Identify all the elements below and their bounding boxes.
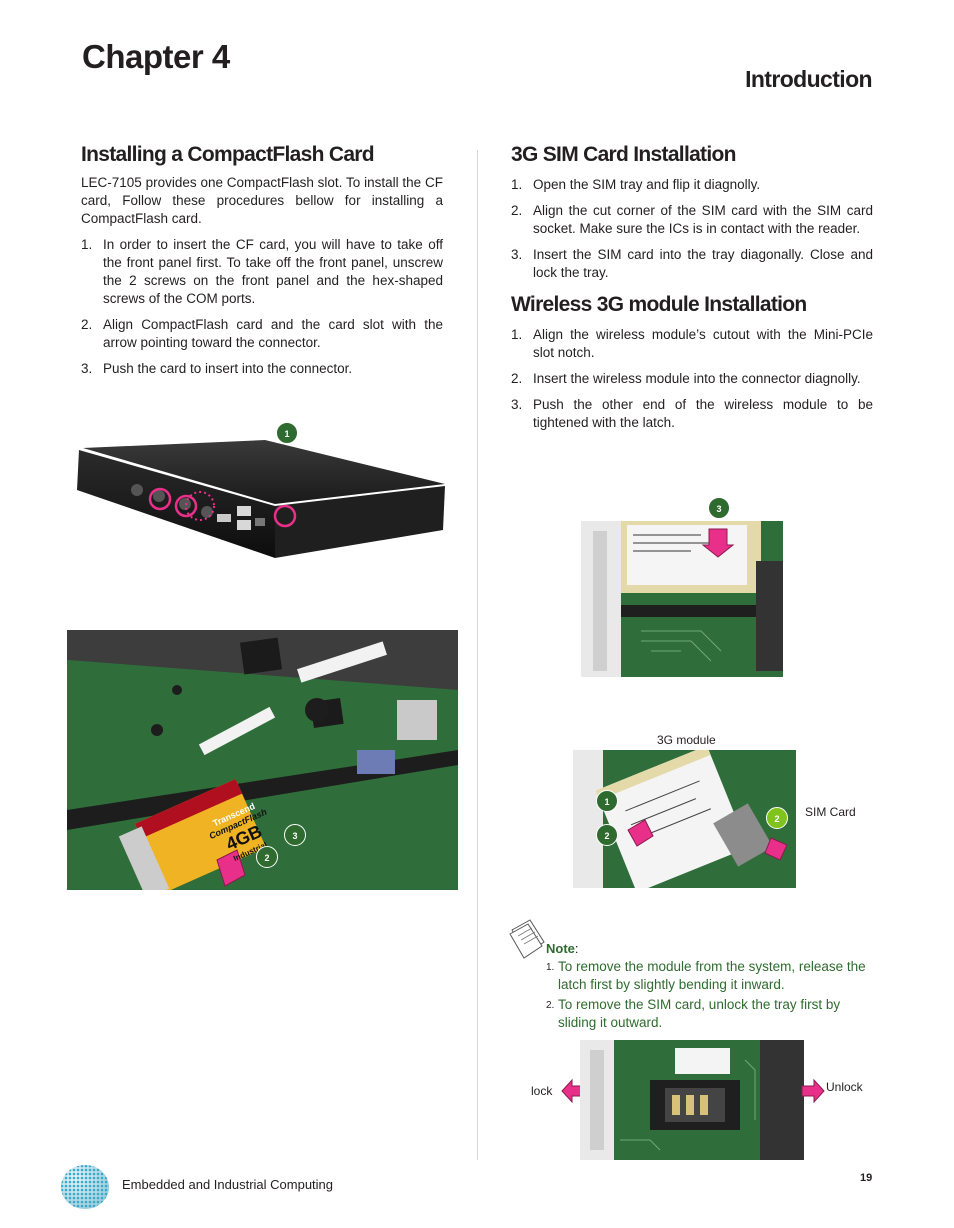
unlock-arrow-icon (801, 1078, 825, 1104)
chapter-title: Chapter 4 (82, 38, 230, 75)
step-badge: 2 (596, 824, 618, 846)
page-number: 19 (860, 1172, 873, 1184)
wireless-steps: 1.Align the wireless module’s cutout wit… (511, 326, 873, 432)
unlock-caption: Unlock (826, 1080, 863, 1094)
module-caption: 3G module (657, 733, 716, 747)
cf-section: Installing a CompactFlash Card LEC-7105 … (81, 143, 443, 386)
step-badge: 1 (276, 422, 298, 444)
sim-card-caption: SIM Card (805, 805, 856, 819)
lock-caption: lock (531, 1084, 553, 1098)
step-badge: 1 (596, 790, 618, 812)
note-item: 1.To remove the module from the system, … (546, 959, 866, 992)
sim-step: 2.Align the cut corner of the SIM card w… (511, 203, 873, 236)
column-divider (477, 150, 478, 1160)
sim-steps: 1.Open the SIM tray and flip it diagnoll… (511, 176, 873, 282)
3g-module-photo (581, 521, 783, 677)
cf-step: 1.In order to insert the CF card, you wi… (81, 237, 443, 306)
module-sim-photo (573, 750, 796, 888)
step-badge: 3 (284, 824, 306, 846)
step-badge: 2 (256, 846, 278, 868)
sim-step: 3.Insert the SIM card into the tray diag… (511, 247, 873, 280)
company-logo (60, 1164, 110, 1210)
cf-step: 2.Align CompactFlash card and the card s… (81, 317, 443, 350)
cf-heading: Installing a CompactFlash Card (81, 143, 375, 166)
sim-tray-photo (580, 1040, 804, 1160)
note-item: 2. To remove the SIM card, unlock the tr… (546, 997, 841, 1030)
wireless-heading: Wireless 3G module Installation (511, 293, 807, 316)
note-icon (508, 918, 546, 960)
wireless-step: 1.Align the wireless module’s cutout wit… (511, 327, 873, 360)
wireless-step: 2.Insert the wireless module into the co… (511, 371, 861, 386)
section-title: Introduction (745, 66, 873, 92)
step-badge: 2 (766, 807, 788, 829)
note-list: 1.To remove the module from the system, … (546, 958, 866, 1034)
sim-heading: 3G SIM Card Installation (511, 143, 736, 166)
step-badge: 3 (708, 497, 730, 519)
cf-step: 3.Push the card to insert into the conne… (81, 361, 353, 376)
note-header: Note: (546, 941, 579, 956)
sim-step: 1.Open the SIM tray and flip it diagnoll… (511, 177, 761, 192)
cf-steps: 1.In order to insert the CF card, you wi… (81, 236, 443, 378)
footer-company: Embedded and Industrial Computing (122, 1177, 334, 1192)
cf-intro: LEC-7105 provides one CompactFlash slot.… (81, 175, 443, 226)
device-front-photo (75, 436, 447, 560)
compactflash-slot-photo: Transcend CompactFlash 4GB Industrial (67, 630, 458, 890)
sim-section: 3G SIM Card Installation 1.Open the SIM … (511, 143, 873, 440)
wireless-step: 3.Push the other end of the wireless mod… (511, 397, 873, 430)
